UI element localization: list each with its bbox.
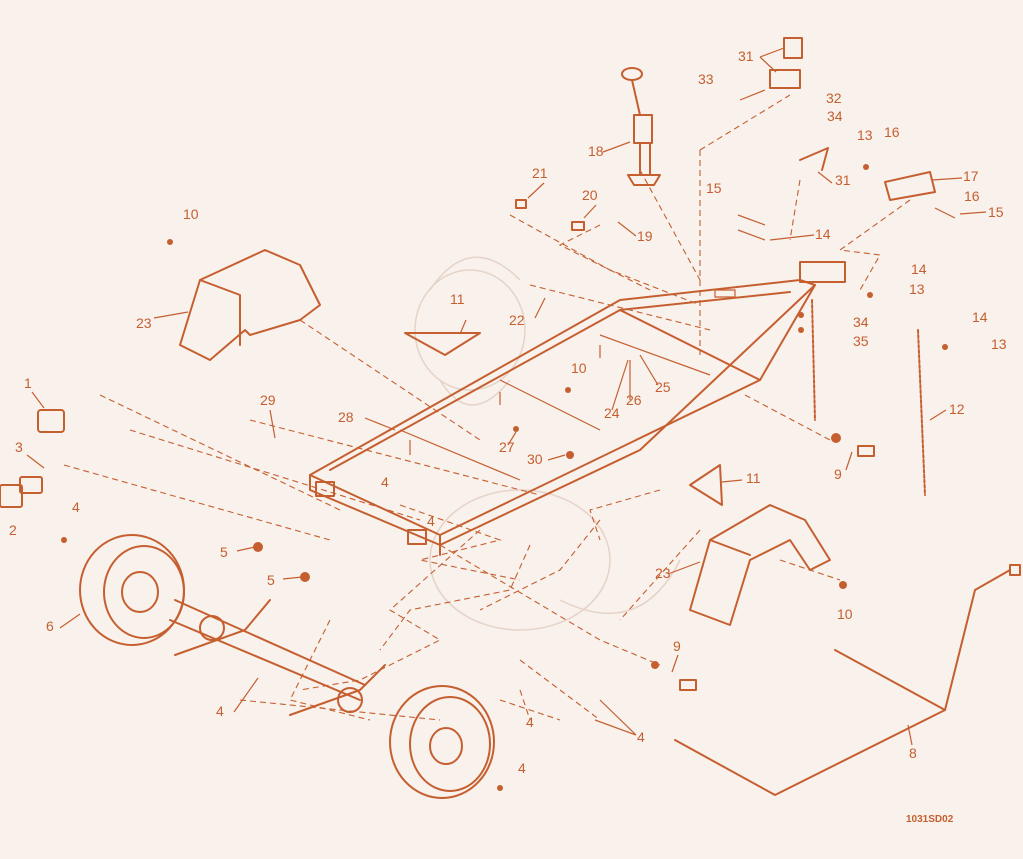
callout-13: 13 [909, 281, 925, 297]
callout-4: 4 [637, 729, 645, 745]
callout-19: 19 [637, 228, 653, 244]
callout-17: 17 [963, 168, 979, 184]
callout-4: 4 [518, 760, 526, 776]
callout-11: 11 [746, 470, 761, 486]
callout-labels: 1 2 3 4 4 4 4 4 4 4 5 5 6 8 9 9 10 10 10… [9, 48, 1007, 825]
callout-28: 28 [338, 409, 354, 425]
axle-assembly [79, 534, 495, 799]
callout-1: 1 [24, 375, 32, 391]
callout-4: 4 [381, 474, 389, 490]
hardware-dots [61, 164, 948, 791]
callout-15: 15 [988, 204, 1004, 220]
callout-4: 4 [72, 499, 80, 515]
callout-12: 12 [949, 401, 965, 417]
wiring-harness [674, 564, 1021, 796]
watermark [414, 256, 681, 631]
callout-5: 5 [220, 544, 228, 560]
callout-10: 10 [183, 206, 199, 222]
callout-31: 31 [738, 48, 754, 64]
callout-33: 33 [698, 71, 714, 87]
callout-14: 14 [815, 226, 831, 242]
callout-16: 16 [964, 188, 980, 204]
callout-4: 4 [216, 703, 224, 719]
callout-29: 29 [260, 392, 276, 408]
dashed-leaders [63, 94, 911, 721]
callout-13: 13 [991, 336, 1007, 352]
drawing-code: 1031SD02 [906, 814, 954, 825]
callout-10: 10 [837, 606, 853, 622]
callout-2: 2 [9, 522, 17, 538]
callout-34: 34 [827, 108, 843, 124]
coupler-parts [739, 37, 956, 219]
callout-4: 4 [526, 714, 534, 730]
callout-4: 4 [427, 513, 435, 529]
callout-23: 23 [655, 565, 671, 581]
callout-26: 26 [626, 392, 642, 408]
label-leaders [26, 47, 987, 746]
callout-11: 11 [450, 291, 465, 307]
callout-21: 21 [532, 165, 548, 181]
jack-stand [621, 67, 661, 186]
callout-27: 27 [499, 439, 515, 455]
callout-14: 14 [972, 309, 988, 325]
callout-34: 34 [853, 314, 869, 330]
callout-10: 10 [571, 360, 587, 376]
callout-31: 31 [835, 172, 851, 188]
callout-13: 13 [857, 127, 873, 143]
callout-5: 5 [267, 572, 275, 588]
callout-30: 30 [527, 451, 543, 467]
callout-32: 32 [826, 90, 842, 106]
trailer-frame [309, 261, 846, 556]
callout-9: 9 [834, 466, 842, 482]
callout-20: 20 [582, 187, 598, 203]
reflector-triangles [404, 332, 723, 506]
callout-8: 8 [909, 745, 917, 761]
tail-lights [0, 409, 65, 508]
callout-25: 25 [655, 379, 671, 395]
callout-14: 14 [911, 261, 927, 277]
callout-3: 3 [15, 439, 23, 455]
safety-chains [737, 214, 926, 496]
callout-24: 24 [604, 405, 620, 421]
callout-6: 6 [46, 618, 54, 634]
callout-9: 9 [673, 638, 681, 654]
callout-23: 23 [136, 315, 152, 331]
fenders [179, 249, 831, 626]
callout-22: 22 [509, 312, 525, 328]
callout-18: 18 [588, 143, 604, 159]
callout-15: 15 [706, 180, 722, 196]
callout-35: 35 [853, 333, 869, 349]
callout-16: 16 [884, 124, 900, 140]
